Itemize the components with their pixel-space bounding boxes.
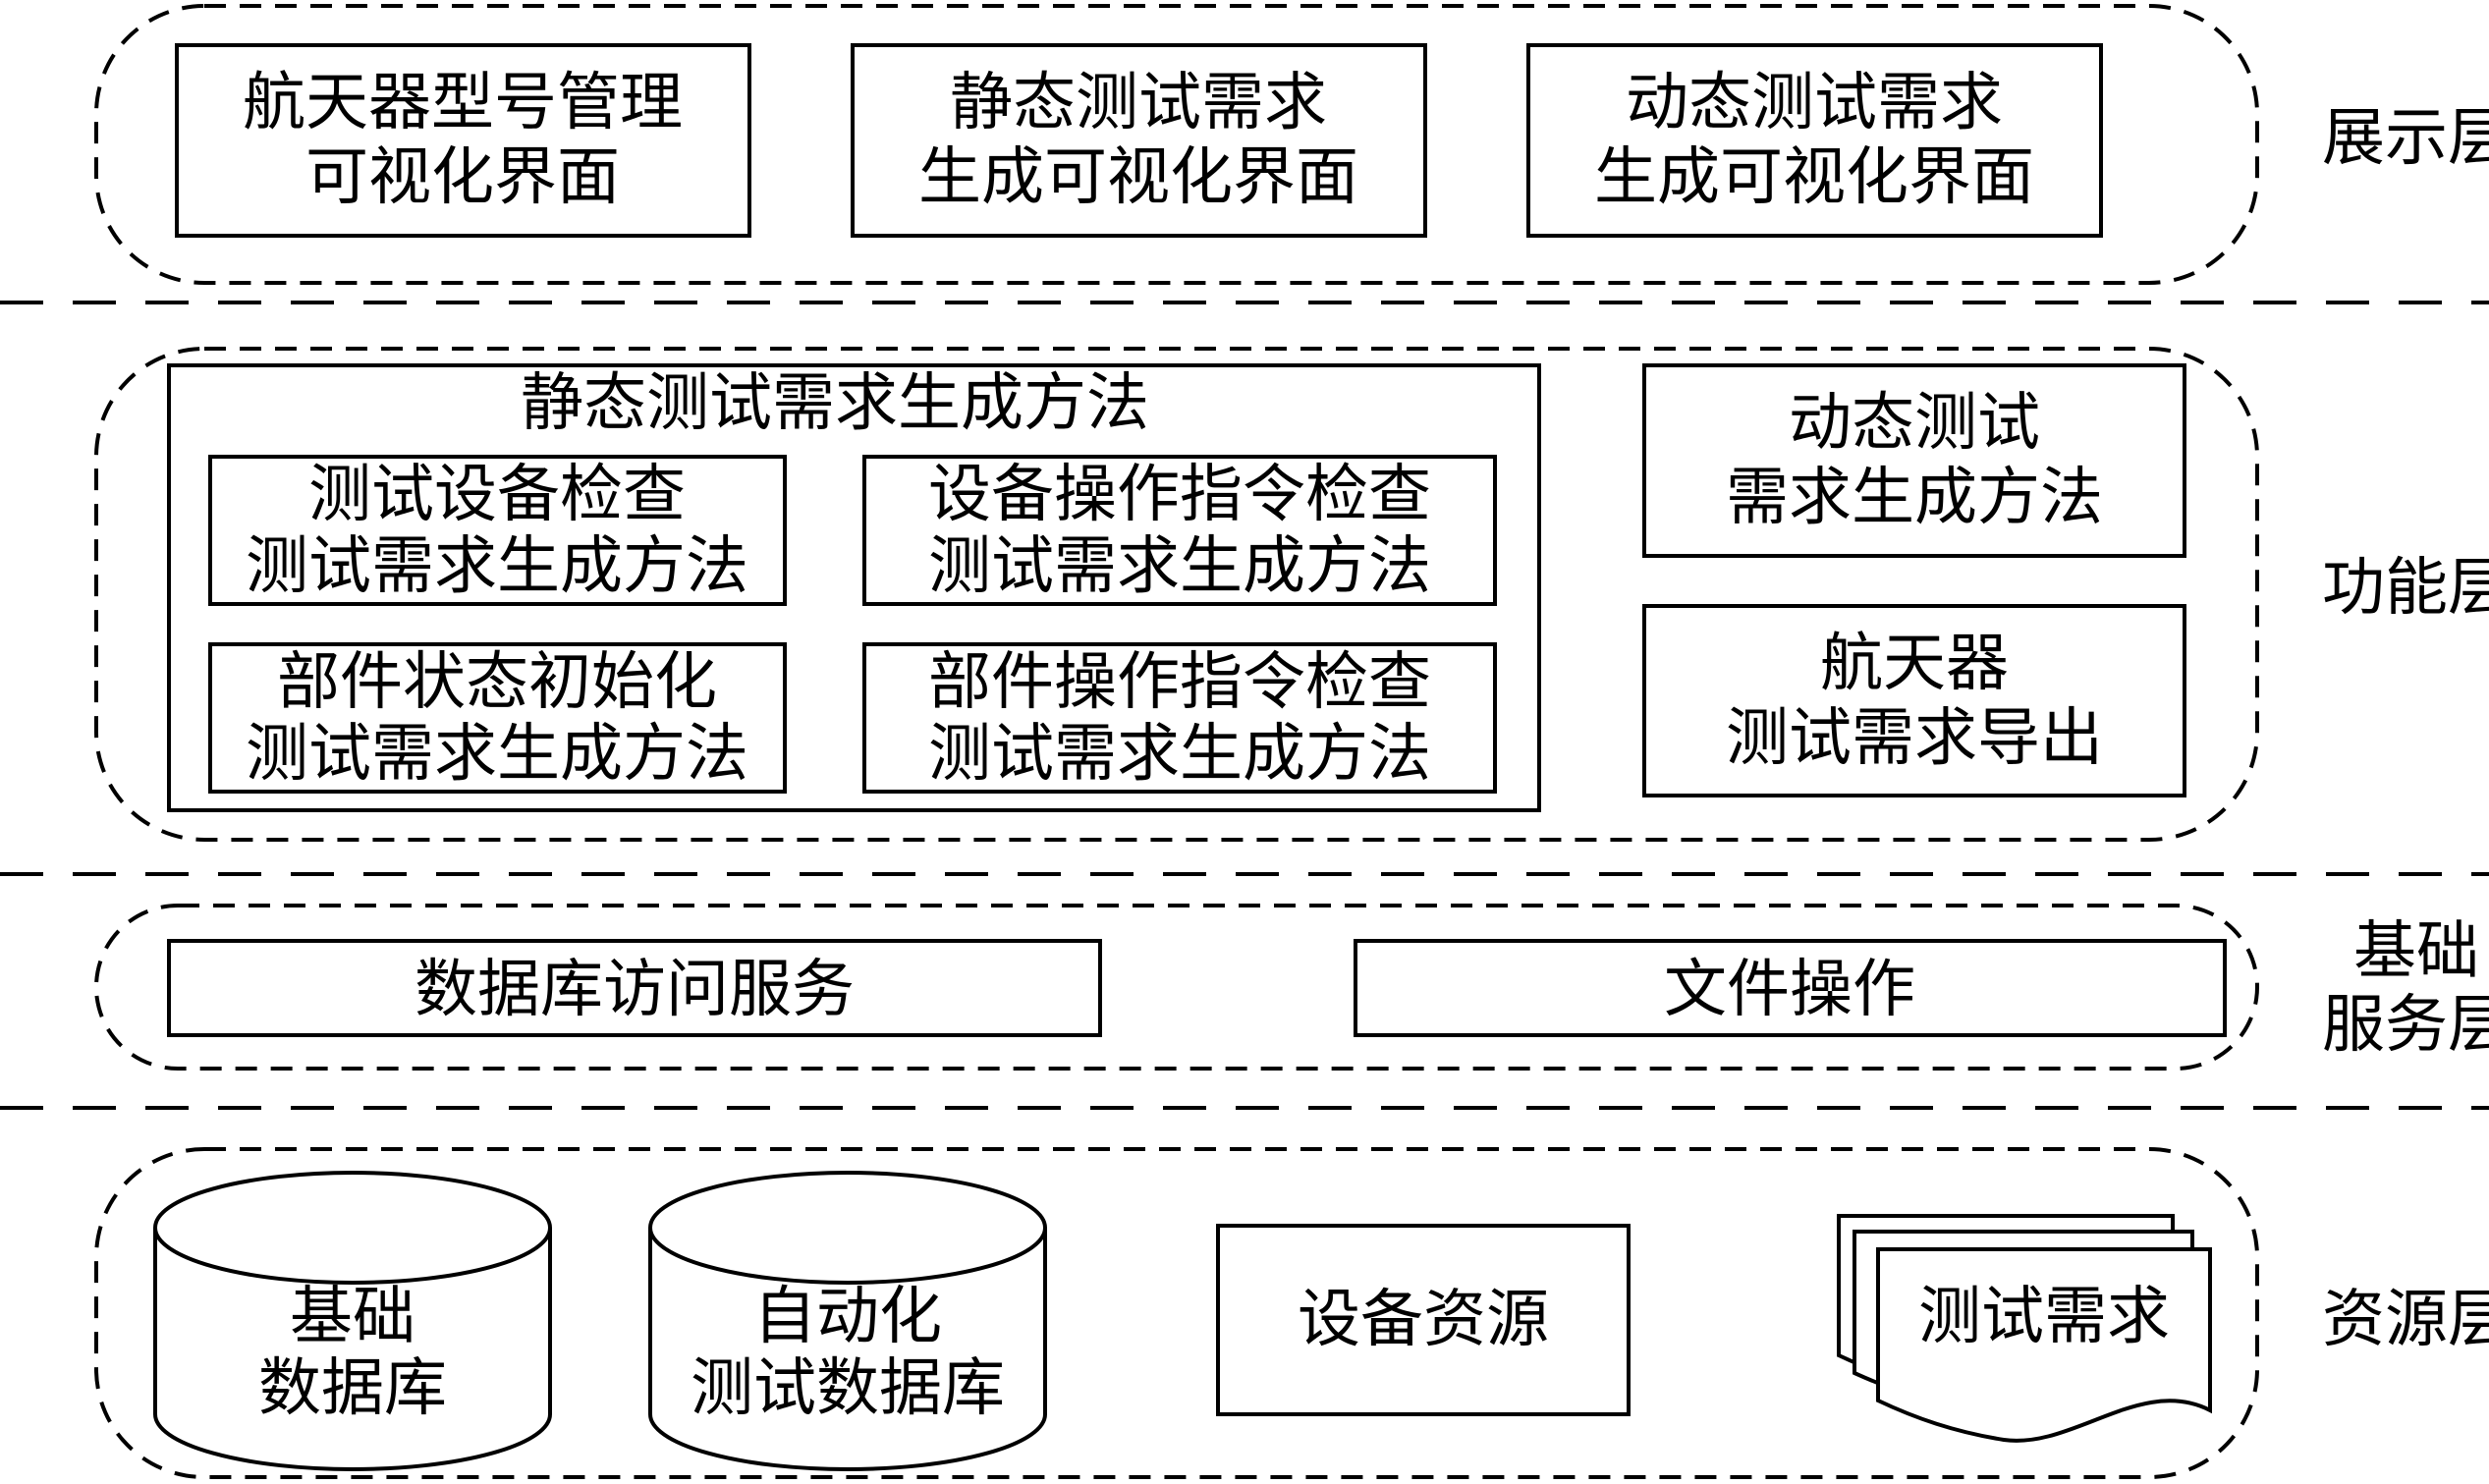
static-method-title: 静态测试需求生成方法: [521, 367, 1149, 440]
equipment-resource-box: [1216, 1224, 1631, 1416]
component-init-line2: 测试需求生成方法: [246, 718, 748, 791]
dynamic-req-ui-box: [1526, 43, 2103, 238]
requirement-export-box: [1642, 604, 2186, 797]
equipment-check-box: [208, 455, 787, 606]
layer-label-base-service-2: 服务层: [2322, 989, 2489, 1062]
layer-label-base-service-1: 基础: [2353, 915, 2479, 988]
test-requirement-label: 测试需求: [1918, 1281, 2170, 1353]
layer-label-resource: 资源层: [2322, 1284, 2489, 1356]
test-requirement-documents: [1837, 1214, 2212, 1443]
base-database-line1: 基础: [290, 1281, 415, 1353]
equipment-command-check-box: [862, 455, 1497, 606]
component-command-check-line2: 测试需求生成方法: [928, 718, 1431, 791]
base-database-line2: 数据库: [258, 1352, 447, 1425]
function-layer-group: [94, 347, 2259, 842]
dynamic-method-line2: 需求生成方法: [1726, 462, 2103, 534]
base-database-cylinder: [153, 1171, 552, 1471]
spacecraft-model-ui-line1: 航天器型号管理: [243, 67, 683, 139]
auto-test-database-line2: 测试数据库: [691, 1352, 1005, 1425]
dynamic-req-ui-line1: 动态测试需求: [1626, 67, 2003, 139]
auto-test-database-line1: 自动化: [753, 1281, 942, 1353]
dynamic-method-line1: 动态测试: [1789, 387, 2040, 460]
equipment-check-line1: 测试设备检查: [308, 459, 686, 531]
presentation-layer-group: [94, 4, 2259, 285]
component-init-box: [208, 642, 787, 794]
file-operation-label: 文件操作: [1664, 954, 1915, 1026]
db-access-service-box: [167, 939, 1102, 1037]
auto-test-database-cylinder: [648, 1171, 1047, 1471]
resource-layer-group: [94, 1147, 2259, 1479]
base-service-layer-group: [94, 904, 2259, 1071]
equipment-check-line2: 测试需求生成方法: [246, 530, 748, 603]
equipment-command-check-line1: 设备操作指令检查: [928, 459, 1431, 531]
static-req-ui-line1: 静态测试需求: [950, 67, 1327, 139]
static-req-ui-box: [851, 43, 1427, 238]
layer-label-function: 功能层: [2322, 552, 2489, 625]
static-req-ui-line2: 生成可视化界面: [918, 141, 1358, 214]
file-operation-box: [1354, 939, 2227, 1037]
dynamic-method-box: [1642, 363, 2186, 558]
requirement-export-line2: 测试需求导出: [1726, 702, 2103, 775]
component-command-check-box: [862, 642, 1497, 794]
requirement-export-line1: 航天器: [1820, 628, 2009, 700]
component-command-check-line1: 部件操作指令检查: [928, 646, 1431, 719]
spacecraft-model-ui-box: [175, 43, 751, 238]
db-access-service-label: 数据库访问服务: [415, 954, 855, 1026]
equipment-resource-label: 设备资源: [1298, 1284, 1549, 1356]
component-init-line1: 部件状态初始化: [277, 646, 717, 719]
dynamic-req-ui-line2: 生成可视化界面: [1594, 141, 2034, 214]
equipment-command-check-line2: 测试需求生成方法: [928, 530, 1431, 603]
spacecraft-model-ui-line2: 可视化界面: [305, 141, 620, 214]
layer-label-presentation: 展示层: [2322, 102, 2489, 175]
